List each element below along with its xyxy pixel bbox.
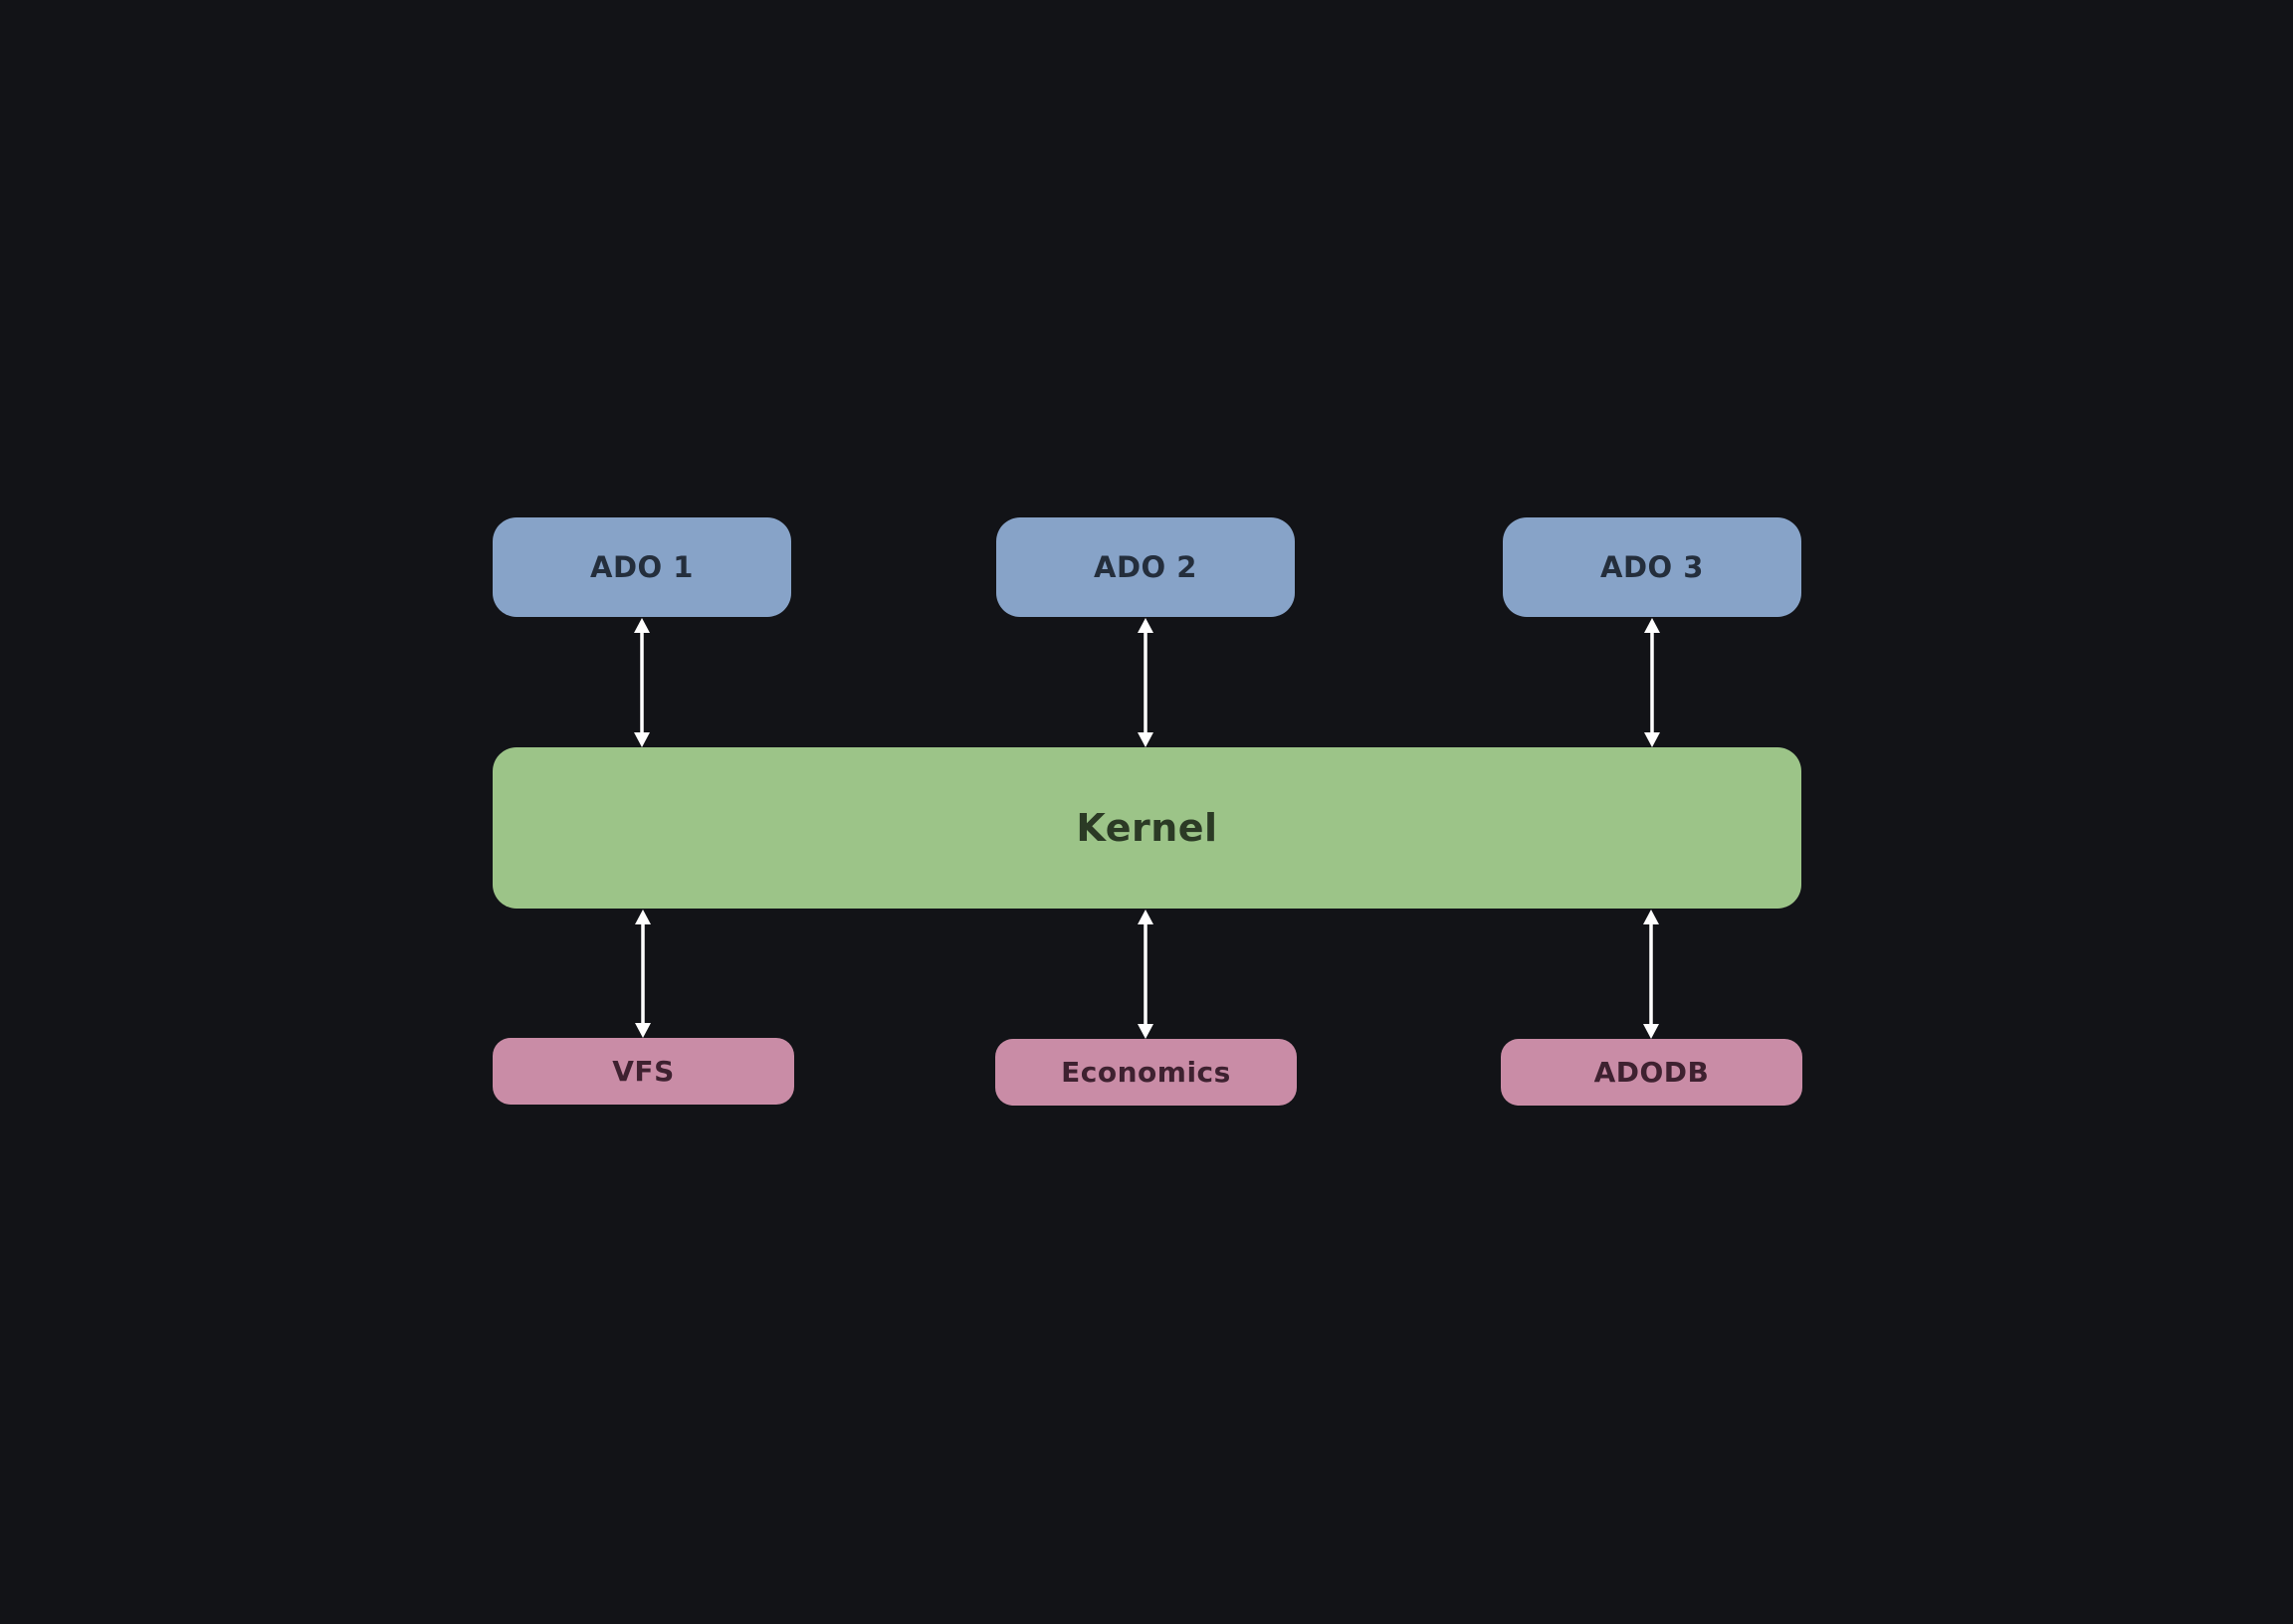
node-ado2-label: ADO 2: [1094, 550, 1197, 584]
connector-ado1-kernel: [634, 618, 650, 747]
node-vfs-label: VFS: [612, 1055, 675, 1088]
connector-ado2-kernel: [1138, 618, 1153, 747]
node-ado1: ADO 1: [493, 517, 791, 617]
node-ado3: ADO 3: [1503, 517, 1801, 617]
connector-kernel-economics: [1138, 910, 1153, 1039]
node-adodb: ADODB: [1501, 1039, 1802, 1106]
node-ado1-label: ADO 1: [590, 550, 694, 584]
node-ado3-label: ADO 3: [1600, 550, 1704, 584]
node-economics: Economics: [995, 1039, 1297, 1106]
node-vfs: VFS: [493, 1038, 794, 1105]
node-kernel-label: Kernel: [1076, 806, 1218, 850]
node-kernel: Kernel: [493, 747, 1801, 909]
node-ado2: ADO 2: [996, 517, 1295, 617]
node-economics-label: Economics: [1061, 1056, 1231, 1089]
node-adodb-label: ADODB: [1593, 1056, 1710, 1089]
connector-kernel-adodb: [1643, 910, 1659, 1039]
connector-ado3-kernel: [1644, 618, 1660, 747]
connector-kernel-vfs: [635, 910, 651, 1038]
